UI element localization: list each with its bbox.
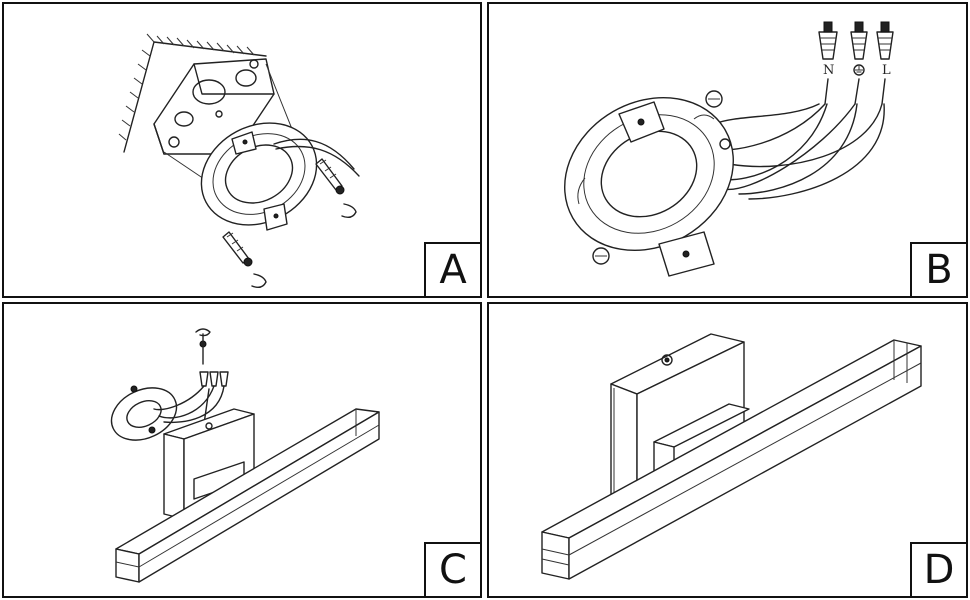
step-panel-a: A [2,2,482,298]
step-label-a: A [424,242,480,296]
mounting-plate [564,90,734,277]
wire-nuts [199,371,229,387]
screw-anchor-right [315,158,357,219]
step-panel-b: N L [487,2,968,298]
wiring-connection-illustration: N L [564,21,894,277]
step-label-d: D [910,542,966,596]
led-light-bar [541,339,922,580]
step-label-b: B [910,242,966,296]
installed-fixture-illustration [541,333,922,580]
wire-nut-live [876,21,894,60]
rotate-arrow-icon [251,273,267,289]
wire-nut-ground [850,21,868,60]
supply-wire [273,138,355,170]
fixture-attachment-illustration [110,328,380,583]
twisted-wires [824,78,886,105]
mounting-plate [110,385,178,441]
mounting-plate [200,122,318,231]
wire-nut-neutral [818,21,838,60]
step-panel-c: C [2,302,482,598]
wire-label-live: L [882,63,891,78]
step-label-c: C [424,542,480,596]
top-screw [195,328,211,365]
connecting-wires [708,103,885,200]
rotate-arrow-icon [341,203,357,219]
screw-anchor-left [222,231,267,289]
step-panel-d: D [487,302,968,598]
rotate-arrow-icon [195,328,211,337]
ground-symbol-icon [853,64,865,76]
connecting-wires [153,385,225,425]
ceiling-hatch [118,33,267,153]
led-light-bar [115,408,380,583]
junction-box-mounting-illustration [118,33,360,289]
wire-label-neutral: N [823,63,834,78]
